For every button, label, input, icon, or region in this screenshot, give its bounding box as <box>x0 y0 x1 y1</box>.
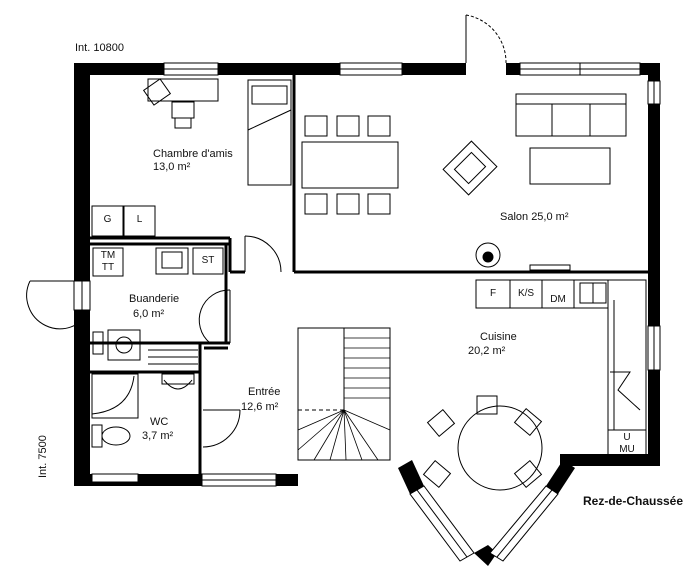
room-area-chambre: 13,0 m² <box>153 161 191 173</box>
room-area-buanderie: 6,0 m² <box>133 308 165 320</box>
staircase <box>297 327 391 461</box>
room-name-cuisine: Cuisine <box>480 331 517 343</box>
bay-windows <box>409 485 559 562</box>
width-dimension-label: Int. 10800 <box>75 42 124 54</box>
room-name-chambre: Chambre d'amis <box>153 148 233 160</box>
laundry-fixtures <box>92 247 224 365</box>
fixture-label-u: U <box>623 432 631 443</box>
fixture-label-mu: MU <box>619 444 635 455</box>
fixture-label-ks: K/S <box>517 288 535 299</box>
fixture-label-dm: DM <box>550 294 566 305</box>
kitchen-fixtures <box>422 279 647 491</box>
salon-furniture <box>442 93 627 271</box>
fixture-label-tm: TM <box>100 250 116 261</box>
dining-furniture <box>301 115 399 215</box>
exterior-walls <box>74 63 660 566</box>
fixture-label-f: F <box>489 288 497 299</box>
windows <box>73 62 661 487</box>
wc-fixtures <box>91 373 195 448</box>
height-dimension-label: Int. 7500 <box>37 435 49 478</box>
room-area-cuisine: 20,2 m² <box>468 345 506 357</box>
room-name-wc: WC <box>150 416 169 428</box>
room-name-buanderie: Buanderie <box>129 293 180 305</box>
room-name-entree: Entrée <box>248 386 281 398</box>
room-area-wc: 3,7 m² <box>142 430 174 442</box>
room-area-entree: 12,6 m² <box>241 401 279 413</box>
interior-walls <box>90 75 648 474</box>
fixture-label-st: ST <box>201 255 215 266</box>
fixture-label-l: L <box>136 214 143 225</box>
fixture-label-g: G <box>103 214 112 225</box>
bedroom-furniture <box>91 78 292 237</box>
doors <box>26 14 507 448</box>
floor-title: Rez-de-Chaussée <box>583 494 684 508</box>
fixture-label-tt: TT <box>101 262 115 273</box>
room-name-salon: Salon 25,0 m² <box>500 211 569 223</box>
